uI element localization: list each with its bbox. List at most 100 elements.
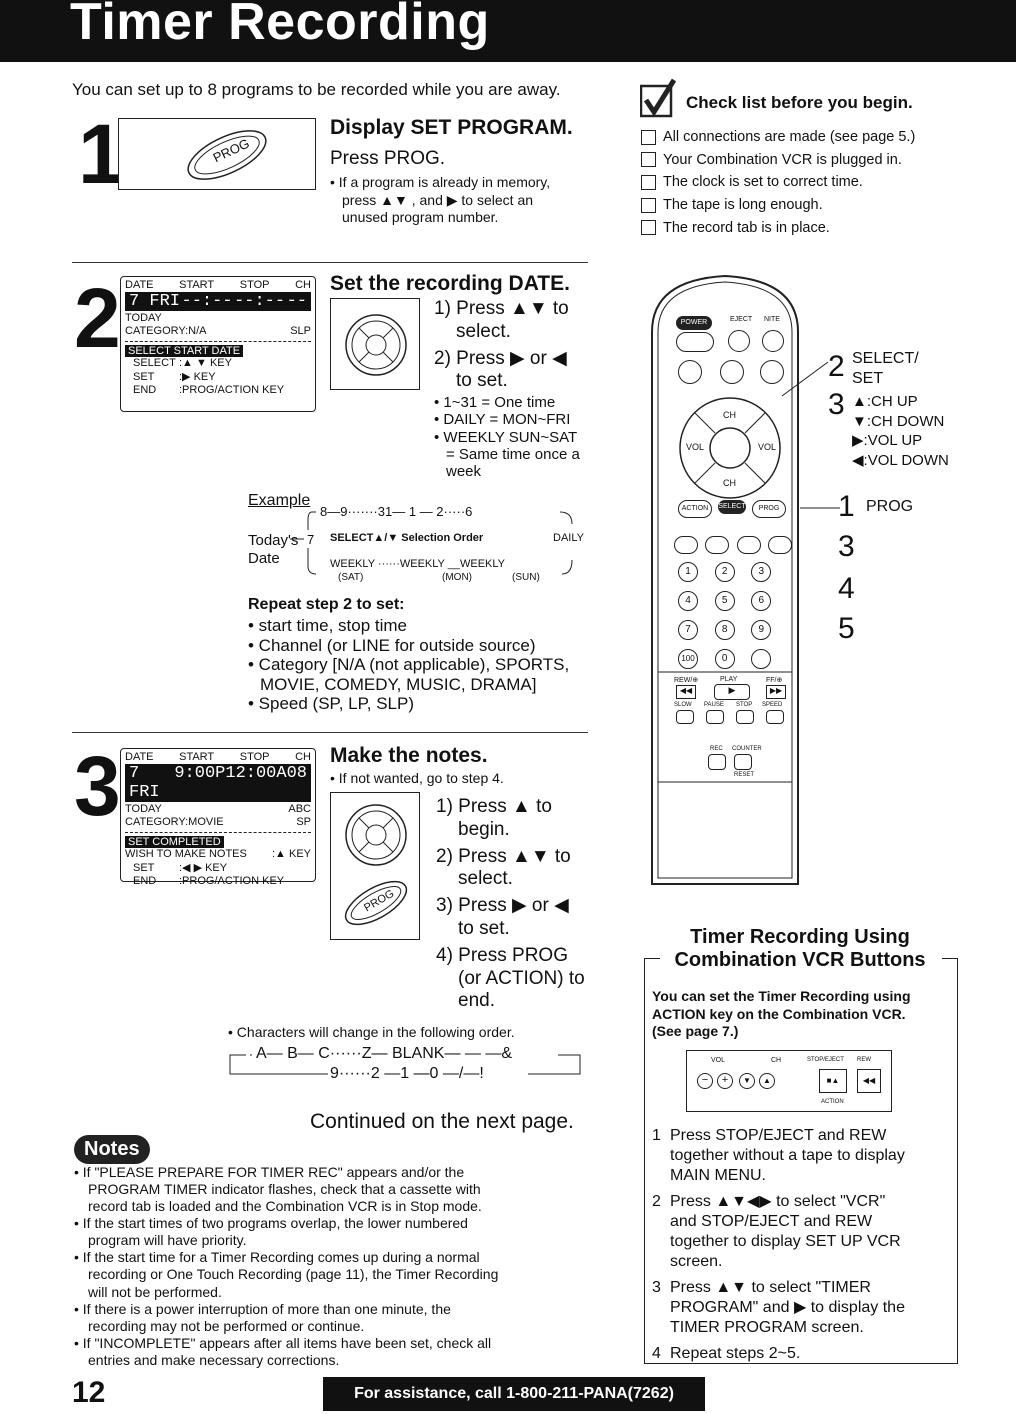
checklist-item: The record tab is in place. — [641, 216, 915, 239]
counter-reset-button[interactable] — [734, 754, 752, 770]
checklist-item: The clock is set to correct time. — [641, 171, 915, 194]
rec-label: REC — [710, 746, 723, 752]
step-1-title: Display SET PROGRAM. — [330, 116, 573, 139]
ch-down-button[interactable]: ▼ — [739, 1073, 755, 1089]
vol-plus-button[interactable]: + — [717, 1073, 733, 1089]
digit-button[interactable]: 2 — [714, 562, 735, 582]
ch-up-label: CH — [723, 410, 736, 420]
prog-button-illustration: PROG — [118, 118, 316, 190]
step-1-note: • If a program is already in memory, pre… — [330, 174, 551, 225]
power-button[interactable] — [676, 332, 714, 352]
callout-n3: 3 — [838, 530, 855, 563]
zero-button[interactable] — [674, 536, 698, 554]
nite-label: NITE — [764, 316, 780, 323]
page-number: 12 — [72, 1376, 106, 1409]
tv-button[interactable] — [678, 360, 702, 384]
slow-button[interactable] — [676, 710, 694, 724]
number-pad: 1 2 3 4 5 6 7 8 9 100 0 — [678, 562, 788, 669]
stop-button[interactable] — [736, 710, 754, 724]
display-button[interactable] — [767, 536, 792, 554]
checklist: All connections are made (see page 5.) Y… — [641, 126, 915, 239]
vol-left-label: VOL — [686, 442, 705, 452]
example-label: Example — [248, 492, 311, 509]
function-row — [674, 536, 792, 554]
char-sequence-lines — [229, 1054, 581, 1075]
page-title: Timer Recording — [70, 0, 490, 51]
rew-button[interactable]: ◀◀ — [857, 1069, 881, 1093]
checklist-title: Check list before you begin. — [686, 93, 913, 112]
digit-button[interactable]: 6 — [751, 591, 772, 611]
tape-position-button[interactable] — [736, 536, 761, 554]
buttons-section-box — [644, 958, 958, 1364]
select-button[interactable]: SELECT — [718, 500, 746, 514]
digit-button[interactable]: 1 — [678, 562, 698, 582]
repeat-title: Repeat step 2 to set: — [248, 596, 405, 613]
digit-button[interactable]: 7 — [678, 620, 698, 640]
slow-label: SLOW — [674, 702, 692, 708]
ch-button[interactable] — [760, 360, 784, 384]
digit-button[interactable]: 8 — [714, 620, 735, 640]
callout-2b: SET — [852, 370, 884, 387]
pause-button[interactable] — [706, 710, 724, 724]
vcr-step: 2 Press ▲▼◀▶ to select "VCR"and STOP/EJE… — [652, 1193, 901, 1270]
example-mid: SELECT▲/▼ Selection Order — [330, 532, 484, 544]
buttons-section-intro: You can set the Timer Recording using AC… — [652, 988, 911, 1039]
callout-2a: SELECT/ — [852, 350, 919, 367]
callout-n4: 4 — [838, 572, 855, 605]
rec-button[interactable] — [708, 754, 726, 770]
callout-3-list: ▲:CH UP ▼:CH DOWN ▶:VOL UP ◀:VOL DOWN — [852, 393, 949, 469]
rewind-button[interactable]: ◀◀ — [676, 685, 696, 699]
sleep-button[interactable] — [720, 360, 744, 384]
dpad-illustration — [330, 298, 420, 390]
notes-list: • If "PLEASE PREPARE FOR TIMER REC" appe… — [74, 1164, 594, 1369]
step-1-instruction: Press PROG. — [330, 148, 446, 169]
vol-minus-button[interactable]: − — [697, 1073, 713, 1089]
digit-button[interactable]: 9 — [751, 620, 772, 640]
step-3-instructions: 1) Press ▲ to begin. 2) Press ▲▼ to sele… — [436, 796, 585, 1012]
stop-eject-button[interactable]: ■▲ — [819, 1069, 847, 1093]
note-item: • If the start time for a Timer Recordin… — [74, 1249, 499, 1300]
callout-n5: 5 — [838, 612, 855, 645]
dpad-icon — [345, 804, 407, 866]
action-button[interactable]: ACTION — [678, 500, 712, 518]
dpad-prog-illustration: PROG — [330, 792, 420, 940]
example-today: Today's Date — [248, 532, 299, 567]
step-3-number: 3 — [74, 739, 121, 833]
digit-button[interactable]: 0 — [714, 649, 735, 669]
rew-label: REW/⊕ — [674, 677, 699, 684]
checklist-item: All connections are made (see page 5.) — [641, 126, 915, 149]
checklist-item: Your Combination VCR is plugged in. — [641, 149, 915, 172]
step-3-title: Make the notes. — [330, 744, 488, 767]
digit-button[interactable]: 4 — [678, 591, 698, 611]
ff-button[interactable]: ▶▶ — [766, 685, 786, 699]
checkbox-icon — [641, 152, 656, 168]
digit-button[interactable]: 100 — [678, 649, 698, 669]
panel-stop-label: STOP/EJECT — [807, 1057, 844, 1063]
dpad-center[interactable] — [710, 426, 750, 470]
play-button[interactable]: ▶ — [714, 684, 750, 700]
index-button[interactable] — [705, 536, 730, 554]
digit-button[interactable]: 3 — [751, 562, 772, 582]
ch-up-button[interactable]: ▲ — [759, 1073, 775, 1089]
digit-button[interactable]: 5 — [714, 591, 735, 611]
dpad-icon — [345, 314, 407, 376]
panel-action-label: ACTION — [821, 1099, 844, 1105]
add-dlt-button[interactable] — [751, 649, 772, 669]
step-2-title: Set the recording DATE. — [330, 272, 570, 295]
prog-button[interactable]: PROG — [752, 500, 786, 518]
nite-button[interactable] — [762, 330, 784, 352]
example-sun: (SUN) — [512, 572, 540, 583]
assistance-banner: For assistance, call 1-800-211-PANA(7262… — [323, 1377, 705, 1411]
callout-1: 1 — [838, 490, 855, 523]
step-2-bullets: • 1~31 = One time • DAILY = MON~FRI • WE… — [434, 394, 580, 480]
speed-label: SPEED — [762, 702, 783, 708]
note-item: • If "PLEASE PREPARE FOR TIMER REC" appe… — [74, 1164, 482, 1215]
speed-button[interactable] — [766, 710, 784, 724]
ch-down-label: CH — [723, 478, 736, 488]
stop-label: STOP — [736, 702, 753, 708]
note-item: • If "INCOMPLETE" appears after all item… — [74, 1334, 492, 1368]
note-item: • If the start times of two programs ove… — [74, 1215, 468, 1249]
checkbox-icon — [641, 197, 656, 213]
eject-button[interactable] — [728, 330, 750, 352]
